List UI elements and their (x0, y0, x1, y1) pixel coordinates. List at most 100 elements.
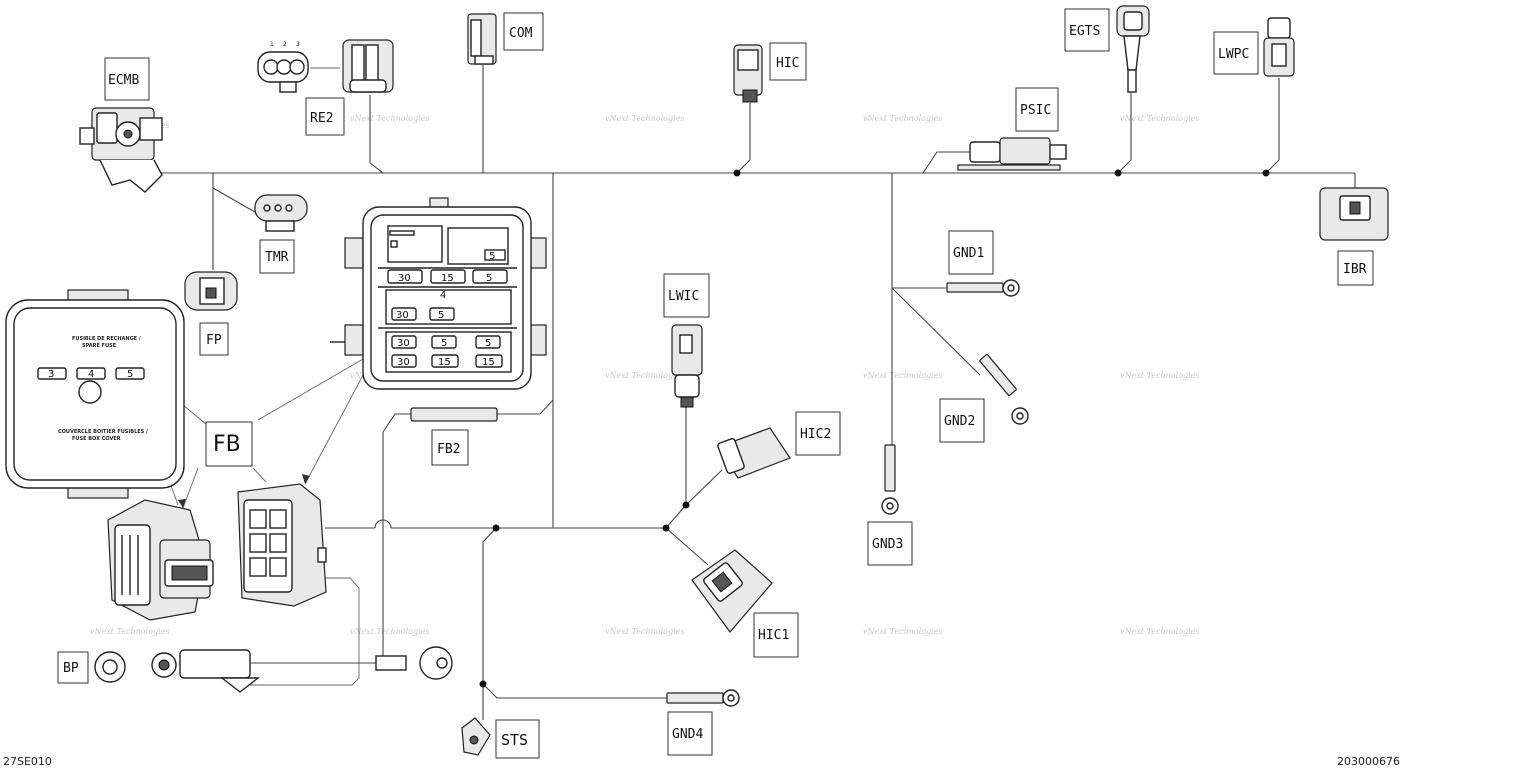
label-box-psic (1015, 87, 1059, 132)
label-psic: PSIC (1020, 103, 1051, 118)
fb-leader-line (182, 467, 199, 509)
footer-right-code: 203000676 (1337, 755, 1400, 768)
label-box-com (503, 12, 544, 51)
lwic-drop-wire (665, 504, 687, 529)
label-sts: STS (501, 731, 528, 749)
label-box-hic1 (753, 612, 799, 658)
label-box-fb2 (431, 429, 469, 466)
label-box-sts (495, 719, 540, 759)
fuse-label: 5 (489, 251, 495, 262)
junction-dot (682, 501, 690, 509)
watermark: vNext Technologies (605, 114, 684, 123)
fb-leader-line (304, 361, 371, 485)
watermark: vNext Technologies (90, 627, 169, 636)
fuse-box: 5 30 15 5 4 30 5 30 5 5 30 15 15 (330, 197, 547, 390)
watermark: vNext Technologies (1120, 371, 1199, 380)
fb-leader-arrow (178, 499, 186, 508)
com-connector (467, 13, 497, 65)
cover-bottom-line: FUSE BOX COVER (72, 436, 121, 442)
watermark: vNext Technologies (350, 114, 429, 123)
label-box-re2 (305, 97, 345, 136)
fuse-box-connector-left (107, 499, 214, 621)
hic1-connector (691, 549, 773, 633)
fuse-label: 5 (441, 338, 447, 349)
tmr-connector (254, 194, 308, 232)
gnd2-wire (891, 287, 981, 376)
junction-dot (1114, 169, 1122, 177)
label-com: COM (509, 26, 533, 41)
gnd2-terminal (979, 353, 1029, 425)
ecmb-module (79, 107, 163, 193)
ibr-connector (1319, 187, 1389, 241)
component-labels: ECMB RE2 COM HIC PSIC EGTS LWPC IBR TMR … (57, 8, 1374, 759)
watermark: vNext Technologies (605, 371, 684, 380)
junction-dots (479, 169, 1270, 688)
hic2-connector (717, 427, 791, 479)
label-box-fb (205, 421, 253, 467)
psic-drop-wire (922, 151, 972, 174)
tmr-branch-wire (212, 187, 256, 213)
cover-spare-fuse: 5 (127, 369, 133, 380)
re2-pin-label: 3 (296, 41, 300, 48)
fp-connector (184, 271, 238, 311)
label-box-ibr (1337, 250, 1374, 286)
label-box-bp (57, 651, 89, 684)
label-tmr: TMR (265, 250, 289, 265)
re2-pin-label: 1 (270, 41, 274, 48)
footer-left-code: 27SE010 (3, 755, 52, 768)
label-fb: FB (213, 432, 241, 457)
label-bp: BP (63, 661, 79, 676)
label-gnd2: GND2 (944, 414, 975, 429)
junction-dot (733, 169, 741, 177)
watermark: vNext Technologies (350, 627, 429, 636)
label-gnd1: GND1 (953, 246, 984, 261)
label-ibr: IBR (1343, 262, 1367, 277)
label-box-tmr (259, 239, 295, 274)
fb2-wire (382, 413, 411, 660)
re2-connector: 1 2 3 (257, 39, 394, 93)
label-box-hic2 (795, 411, 841, 456)
cover-title-line: SPARE FUSE (82, 343, 117, 349)
lwic-connector (671, 324, 703, 408)
watermark: vNext Technologies (605, 627, 684, 636)
label-box-lwpc (1213, 31, 1259, 75)
label-box-gnd4 (667, 711, 713, 756)
fuse-box-cover: FUSIBLE DE RECHANGE / SPARE FUSE 3 4 5 C… (5, 289, 185, 499)
label-box-gnd1 (948, 230, 994, 275)
label-ecmb: ECMB (108, 73, 139, 88)
label-box-ecmb (104, 57, 150, 101)
re2-drop-wire (369, 162, 384, 174)
bp-cable (94, 646, 453, 693)
watermark: vNext Technologies (1120, 627, 1199, 636)
label-hic1: HIC1 (758, 628, 789, 643)
label-box-hic (769, 42, 807, 81)
label-re2: RE2 (310, 111, 333, 126)
fb-leader-line (257, 354, 371, 421)
gnd4-terminal (666, 689, 740, 707)
fuse-label: 15 (438, 357, 451, 368)
label-fb2: FB2 (437, 442, 460, 457)
label-egts: EGTS (1069, 24, 1100, 39)
harness-wires (148, 65, 1356, 720)
fuse-label: 30 (396, 310, 409, 321)
fb-leader-arrow (302, 474, 310, 484)
fuse-label: 5 (486, 273, 492, 284)
fuse-label: 30 (397, 357, 410, 368)
label-gnd3: GND3 (872, 537, 903, 552)
label-hic: HIC (776, 56, 799, 71)
junction-dot (1262, 169, 1270, 177)
sts-sensor (461, 717, 491, 756)
fuse-label: 30 (397, 338, 410, 349)
fuse-label: 5 (438, 310, 444, 321)
gnd3-terminal (881, 444, 899, 515)
hic2-wire (685, 469, 723, 506)
junction-dot (492, 524, 500, 532)
lower-harness-wire (374, 519, 392, 529)
gnd1-terminal (946, 279, 1020, 297)
fb-leader-line (252, 467, 267, 483)
label-gnd4: GND4 (672, 727, 703, 742)
cover-bottom-line: COUVERCLE BOITIER FUSIBLES / (58, 429, 148, 435)
label-hic2: HIC2 (800, 427, 831, 442)
fuse-label: 5 (485, 338, 491, 349)
